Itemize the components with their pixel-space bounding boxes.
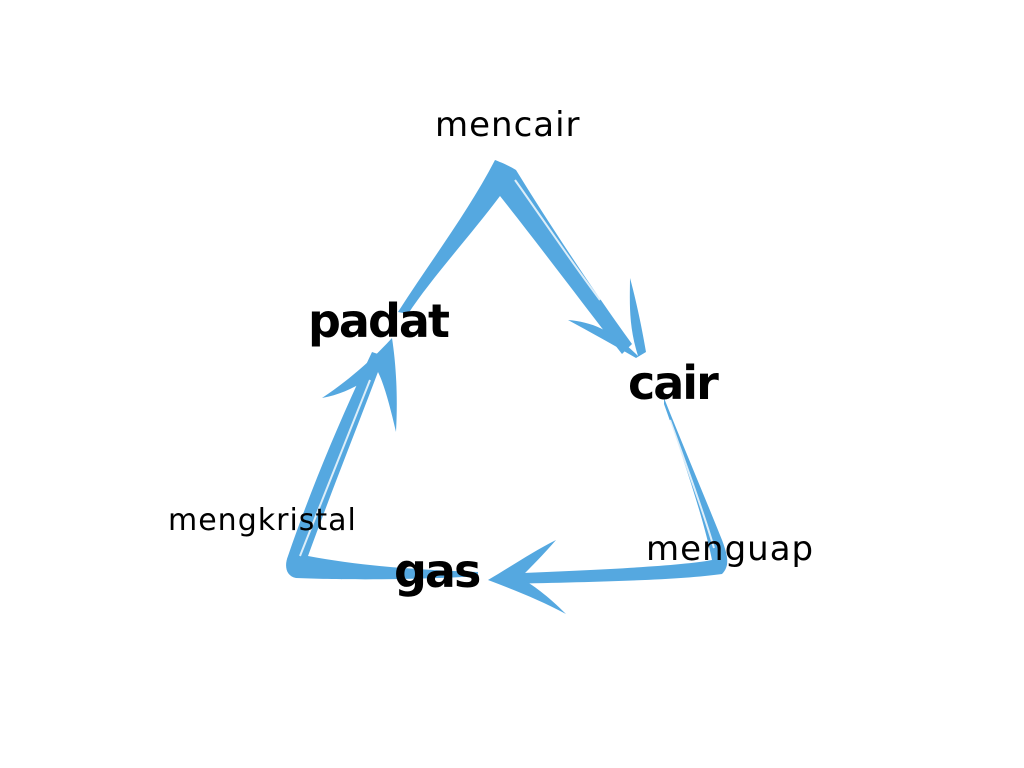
- process-label-mencair: mencair: [435, 105, 581, 145]
- arrow-cair-to-gas-highlight: [669, 419, 715, 549]
- process-label-mengkristal: mengkristal: [168, 503, 357, 538]
- arrow-gas-to-padat-highlight: [299, 379, 371, 557]
- process-label-menguap: menguap: [646, 529, 815, 569]
- arrow-padat-to-cair-highlight: [514, 179, 601, 301]
- state-label-padat: padat: [308, 294, 450, 348]
- state-label-cair: cair: [628, 356, 719, 410]
- state-label-gas: gas: [394, 544, 481, 598]
- arrow-padat-to-cair: [398, 160, 646, 358]
- arrow-gas-to-padat-shaft: [286, 352, 478, 580]
- arrow-cair-to-gas: [488, 398, 728, 614]
- arrow-gas-to-padat-head: [322, 338, 397, 432]
- arrow-gas-to-padat: [286, 338, 478, 580]
- arrow-cair-to-gas-shaft: [498, 398, 728, 584]
- arrow-padat-to-cair-head: [568, 278, 646, 358]
- arrow-cair-to-gas-head: [488, 540, 566, 614]
